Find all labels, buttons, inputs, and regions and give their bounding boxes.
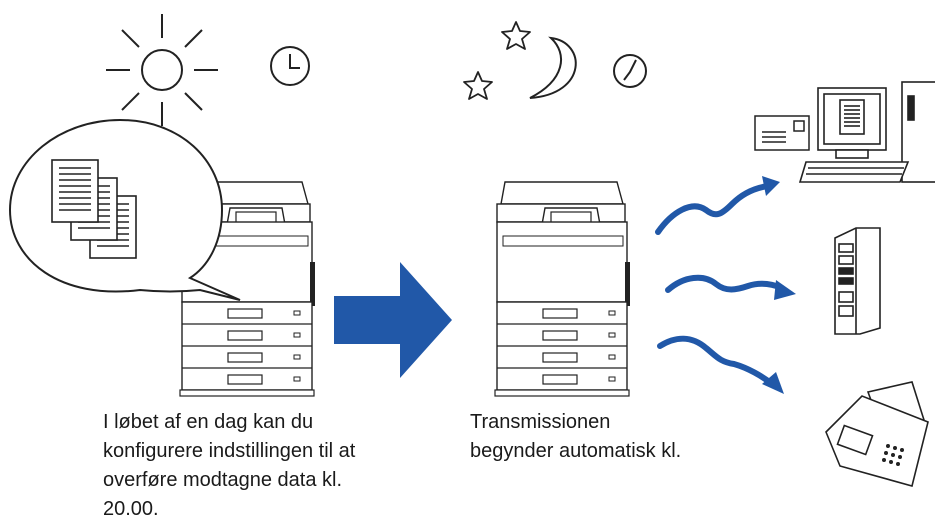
night-caption-line: Transmissionen bbox=[470, 411, 611, 433]
transfer-arrows bbox=[655, 176, 796, 394]
clock-icon bbox=[613, 54, 647, 88]
night-caption: Transmissionen begynder automatisk kl. bbox=[470, 408, 770, 466]
day-caption-line: I løbet af en dag kan du bbox=[103, 411, 314, 433]
server-icon bbox=[834, 227, 881, 335]
printer-icon bbox=[494, 181, 631, 397]
day-caption-line: konfigurere indstillingen til at bbox=[103, 440, 356, 462]
document-stack-icon bbox=[8, 118, 241, 301]
moon-icon bbox=[529, 36, 577, 99]
day-caption: I løbet af en dag kan du konfigurere ind… bbox=[103, 408, 423, 524]
clock-icon bbox=[270, 46, 310, 86]
day-caption-line: 20.00. bbox=[103, 498, 159, 520]
day-caption-line: overføre modtagne data kl. bbox=[103, 469, 343, 491]
night-caption-line: begynder automatisk kl. bbox=[470, 440, 682, 462]
computer-icon bbox=[798, 81, 935, 183]
sun-icon bbox=[106, 14, 218, 126]
email-icon bbox=[754, 115, 810, 151]
star-icon bbox=[463, 71, 493, 100]
star-icon bbox=[501, 21, 531, 50]
fax-icon bbox=[825, 381, 929, 487]
arrow-icon bbox=[334, 262, 452, 378]
